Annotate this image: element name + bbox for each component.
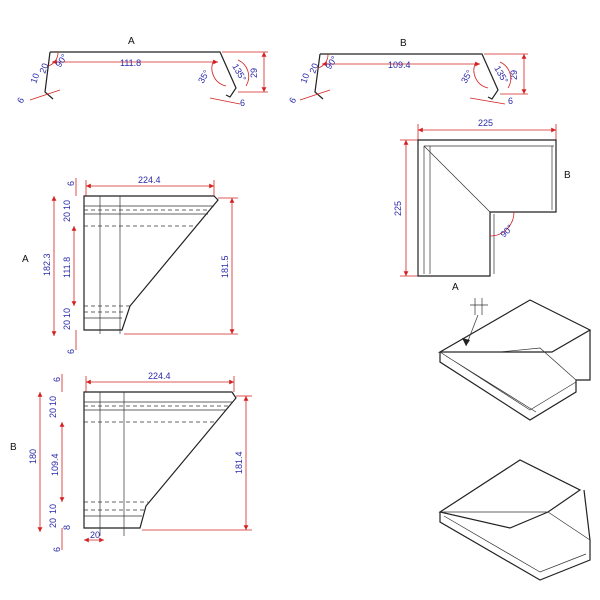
profile-b-width: 109.4 <box>388 60 411 70</box>
profile-a-right-arc-b <box>237 59 250 87</box>
iso-view-top <box>437 298 592 421</box>
flat-b-right-height: 181.4 <box>234 451 244 474</box>
plan-inner-lines <box>423 145 554 274</box>
profile-b-right-arc-b <box>499 61 512 89</box>
profile-b: B 109.4 29 90° 10 20 6 35° 135° 6 <box>287 38 528 106</box>
profile-b-right-hem-dim <box>469 97 506 105</box>
flat-b-top-hem: 6 <box>52 377 62 382</box>
iso-top-top-face <box>437 299 592 353</box>
flat-b-top-small-b: 10 <box>48 396 58 406</box>
flat-a-inner-lines <box>84 196 214 334</box>
profile-a-right-angle-a: 35° <box>196 68 212 85</box>
flat-a-right-height: 181.5 <box>220 255 230 278</box>
flat-a-label: A <box>22 254 29 265</box>
profile-b-left-angle-arc <box>317 53 329 69</box>
flat-a: A 224.4 182.3 111.8 181.5 20 10 10 20 6 … <box>22 175 238 354</box>
profile-b-right-arc-a <box>473 61 489 89</box>
iso-top-side <box>439 330 591 421</box>
profile-a-label: A <box>128 36 135 47</box>
flat-b-bottom-hem: 6 <box>52 547 62 552</box>
flat-b-bottom-small-b: 20 <box>48 518 58 528</box>
flat-a-bottom-hem: 6 <box>66 349 76 354</box>
profile-b-height: 29 <box>509 70 519 80</box>
flat-a-bottom-small-b: 20 <box>62 320 72 330</box>
profile-a-right-hem-dim <box>209 97 241 105</box>
flat-b-inner-lines <box>84 392 232 536</box>
profile-b-left-small-b: 20 <box>307 62 320 75</box>
profile-a: A 111.8 29 90° 10 20 6 35° 135° 6 <box>15 36 268 108</box>
profile-b-label: B <box>400 38 407 49</box>
plan-angle-arc <box>489 211 515 237</box>
flat-a-top-width: 224.4 <box>138 175 161 185</box>
flat-b-bottom-flange: 20 <box>90 530 100 540</box>
flat-a-fold-lines <box>84 209 210 313</box>
flat-a-total-height: 182.3 <box>42 253 52 276</box>
iso-top-inner <box>439 347 577 413</box>
profile-a-right-arc-a <box>211 59 227 87</box>
flat-b-total-height: 180 <box>28 449 38 464</box>
profile-b-outline <box>314 53 499 100</box>
flat-b: B 224.4 180 109.4 181.4 20 10 10 20 6 6 … <box>10 371 252 552</box>
iso-top-leader <box>470 298 488 315</box>
iso-top-arrow-head <box>462 338 470 346</box>
flat-a-outline <box>83 195 219 331</box>
profile-b-left-angle: 90° <box>323 54 339 71</box>
profile-b-right-angle-a: 35° <box>459 68 475 85</box>
flat-a-top-small-a: 20 <box>62 212 72 222</box>
profile-a-left-angle-arc <box>47 51 59 67</box>
plan-miter-line <box>423 145 491 213</box>
iso-bottom-top-face <box>438 459 582 529</box>
iso-bottom-inner <box>443 459 591 573</box>
plan-view: 225 225 90° B A <box>393 118 571 293</box>
flat-a-bottom-small-a: 10 <box>62 308 72 318</box>
flat-b-label: B <box>10 442 17 453</box>
profile-b-right-hem: 6 <box>508 96 513 106</box>
flat-b-inner-height: 109.4 <box>50 453 60 476</box>
flat-a-top-hem: 6 <box>66 181 76 186</box>
profile-a-left-hem-dim <box>29 89 61 101</box>
profile-a-right-hem: 6 <box>240 98 245 108</box>
plan-label-b: B <box>564 170 571 181</box>
flat-b-fold-lines <box>84 405 228 511</box>
plan-height: 225 <box>393 201 403 216</box>
flat-b-bottom-small-a: 10 <box>48 504 58 514</box>
profile-b-left-small-a: 10 <box>298 72 311 85</box>
iso-view-bottom <box>438 459 591 581</box>
flat-b-bottom-gap: 8 <box>62 525 72 530</box>
plan-label-a: A <box>452 282 459 293</box>
flat-a-inner-height: 111.8 <box>62 257 72 278</box>
plan-angle: 90° <box>498 222 515 239</box>
profile-b-left-hem: 6 <box>287 96 298 105</box>
profile-a-outline <box>44 51 237 100</box>
profile-a-left-angle: 90° <box>53 52 69 69</box>
profile-b-left-hem-dim <box>299 89 331 101</box>
flat-a-top-small-b: 10 <box>62 200 72 210</box>
flat-b-outline <box>83 391 237 529</box>
flat-b-top-small-a: 20 <box>48 408 58 418</box>
profile-a-left-small-a: 10 <box>28 72 41 85</box>
iso-bottom-side <box>439 489 591 581</box>
profile-a-left-small-b: 20 <box>37 62 50 75</box>
profile-a-height: 29 <box>249 68 259 78</box>
profile-a-left-hem: 6 <box>15 96 26 105</box>
profile-a-width: 111.8 <box>120 58 141 68</box>
flat-b-top-width: 224.4 <box>148 371 171 381</box>
plan-width: 225 <box>478 118 493 128</box>
